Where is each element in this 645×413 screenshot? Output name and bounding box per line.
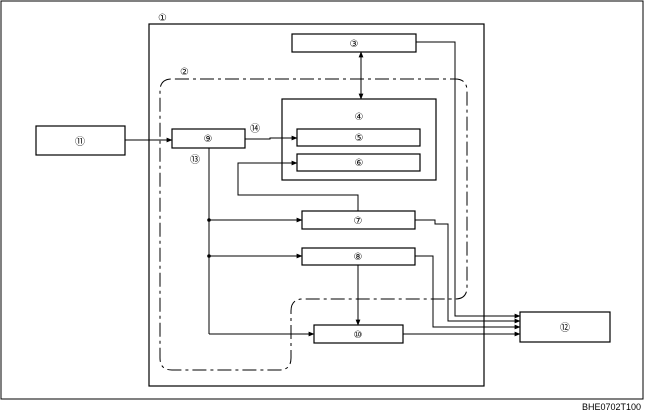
label-5: ⑤ (355, 133, 364, 144)
junction-dot-8 (207, 254, 211, 258)
arrow-7-to-6 (237, 160, 359, 211)
label-4: ④ (355, 112, 364, 123)
junction-dot-7 (207, 218, 211, 222)
label-10: ⑩ (354, 330, 363, 341)
label-12: ⑫ (560, 322, 570, 334)
label-6: ⑥ (355, 158, 364, 169)
label-2: ② (180, 67, 189, 78)
arrow-8-to-12 (415, 255, 521, 330)
arrow-3-to-12 (416, 41, 521, 319)
box-3 (291, 33, 417, 53)
label-7: ⑦ (354, 216, 363, 227)
arrow-9-to-5 (245, 135, 298, 141)
unit-box-1 (148, 23, 485, 387)
label-9: ⑨ (204, 134, 213, 145)
label-13: ⑬ (190, 154, 200, 166)
label-14: ⑭ (250, 123, 260, 135)
arrow-7-to-12 (415, 219, 521, 324)
box-11 (35, 125, 126, 156)
label-8: ⑧ (354, 252, 363, 263)
page-border (0, 0, 644, 400)
label-11: ⑪ (75, 136, 85, 148)
label-3: ③ (350, 39, 359, 50)
label-1: ① (158, 13, 167, 24)
figure-code: BHE0702T100 (582, 402, 641, 412)
